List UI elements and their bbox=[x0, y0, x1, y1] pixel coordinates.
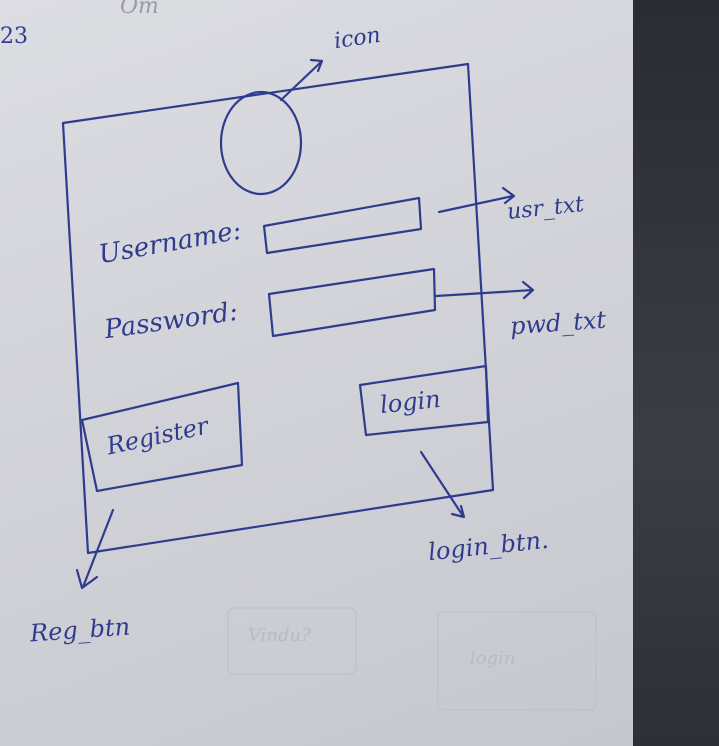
background-surface bbox=[633, 0, 719, 746]
pwd-pointer-arrow bbox=[434, 280, 535, 300]
ghost-text-bottom-left: Vindu? bbox=[248, 625, 311, 646]
ghost-text-top: Om bbox=[120, 0, 159, 19]
password-field-box bbox=[267, 267, 437, 338]
icon-circle bbox=[219, 90, 303, 196]
ghost-text-bottom-right: login bbox=[470, 648, 516, 669]
ghost-box-left bbox=[227, 607, 357, 675]
ghost-box-right bbox=[437, 611, 597, 711]
page-number: 23 bbox=[0, 24, 28, 49]
reg-pointer-arrow bbox=[75, 508, 115, 590]
login-pointer-arrow bbox=[419, 450, 466, 519]
icon-pointer-arrow bbox=[279, 58, 324, 102]
window-frame bbox=[61, 62, 495, 555]
usr-pointer-arrow bbox=[437, 186, 516, 214]
register-button-box bbox=[80, 381, 244, 493]
login-button-box bbox=[358, 364, 490, 437]
username-field-box bbox=[262, 196, 423, 255]
